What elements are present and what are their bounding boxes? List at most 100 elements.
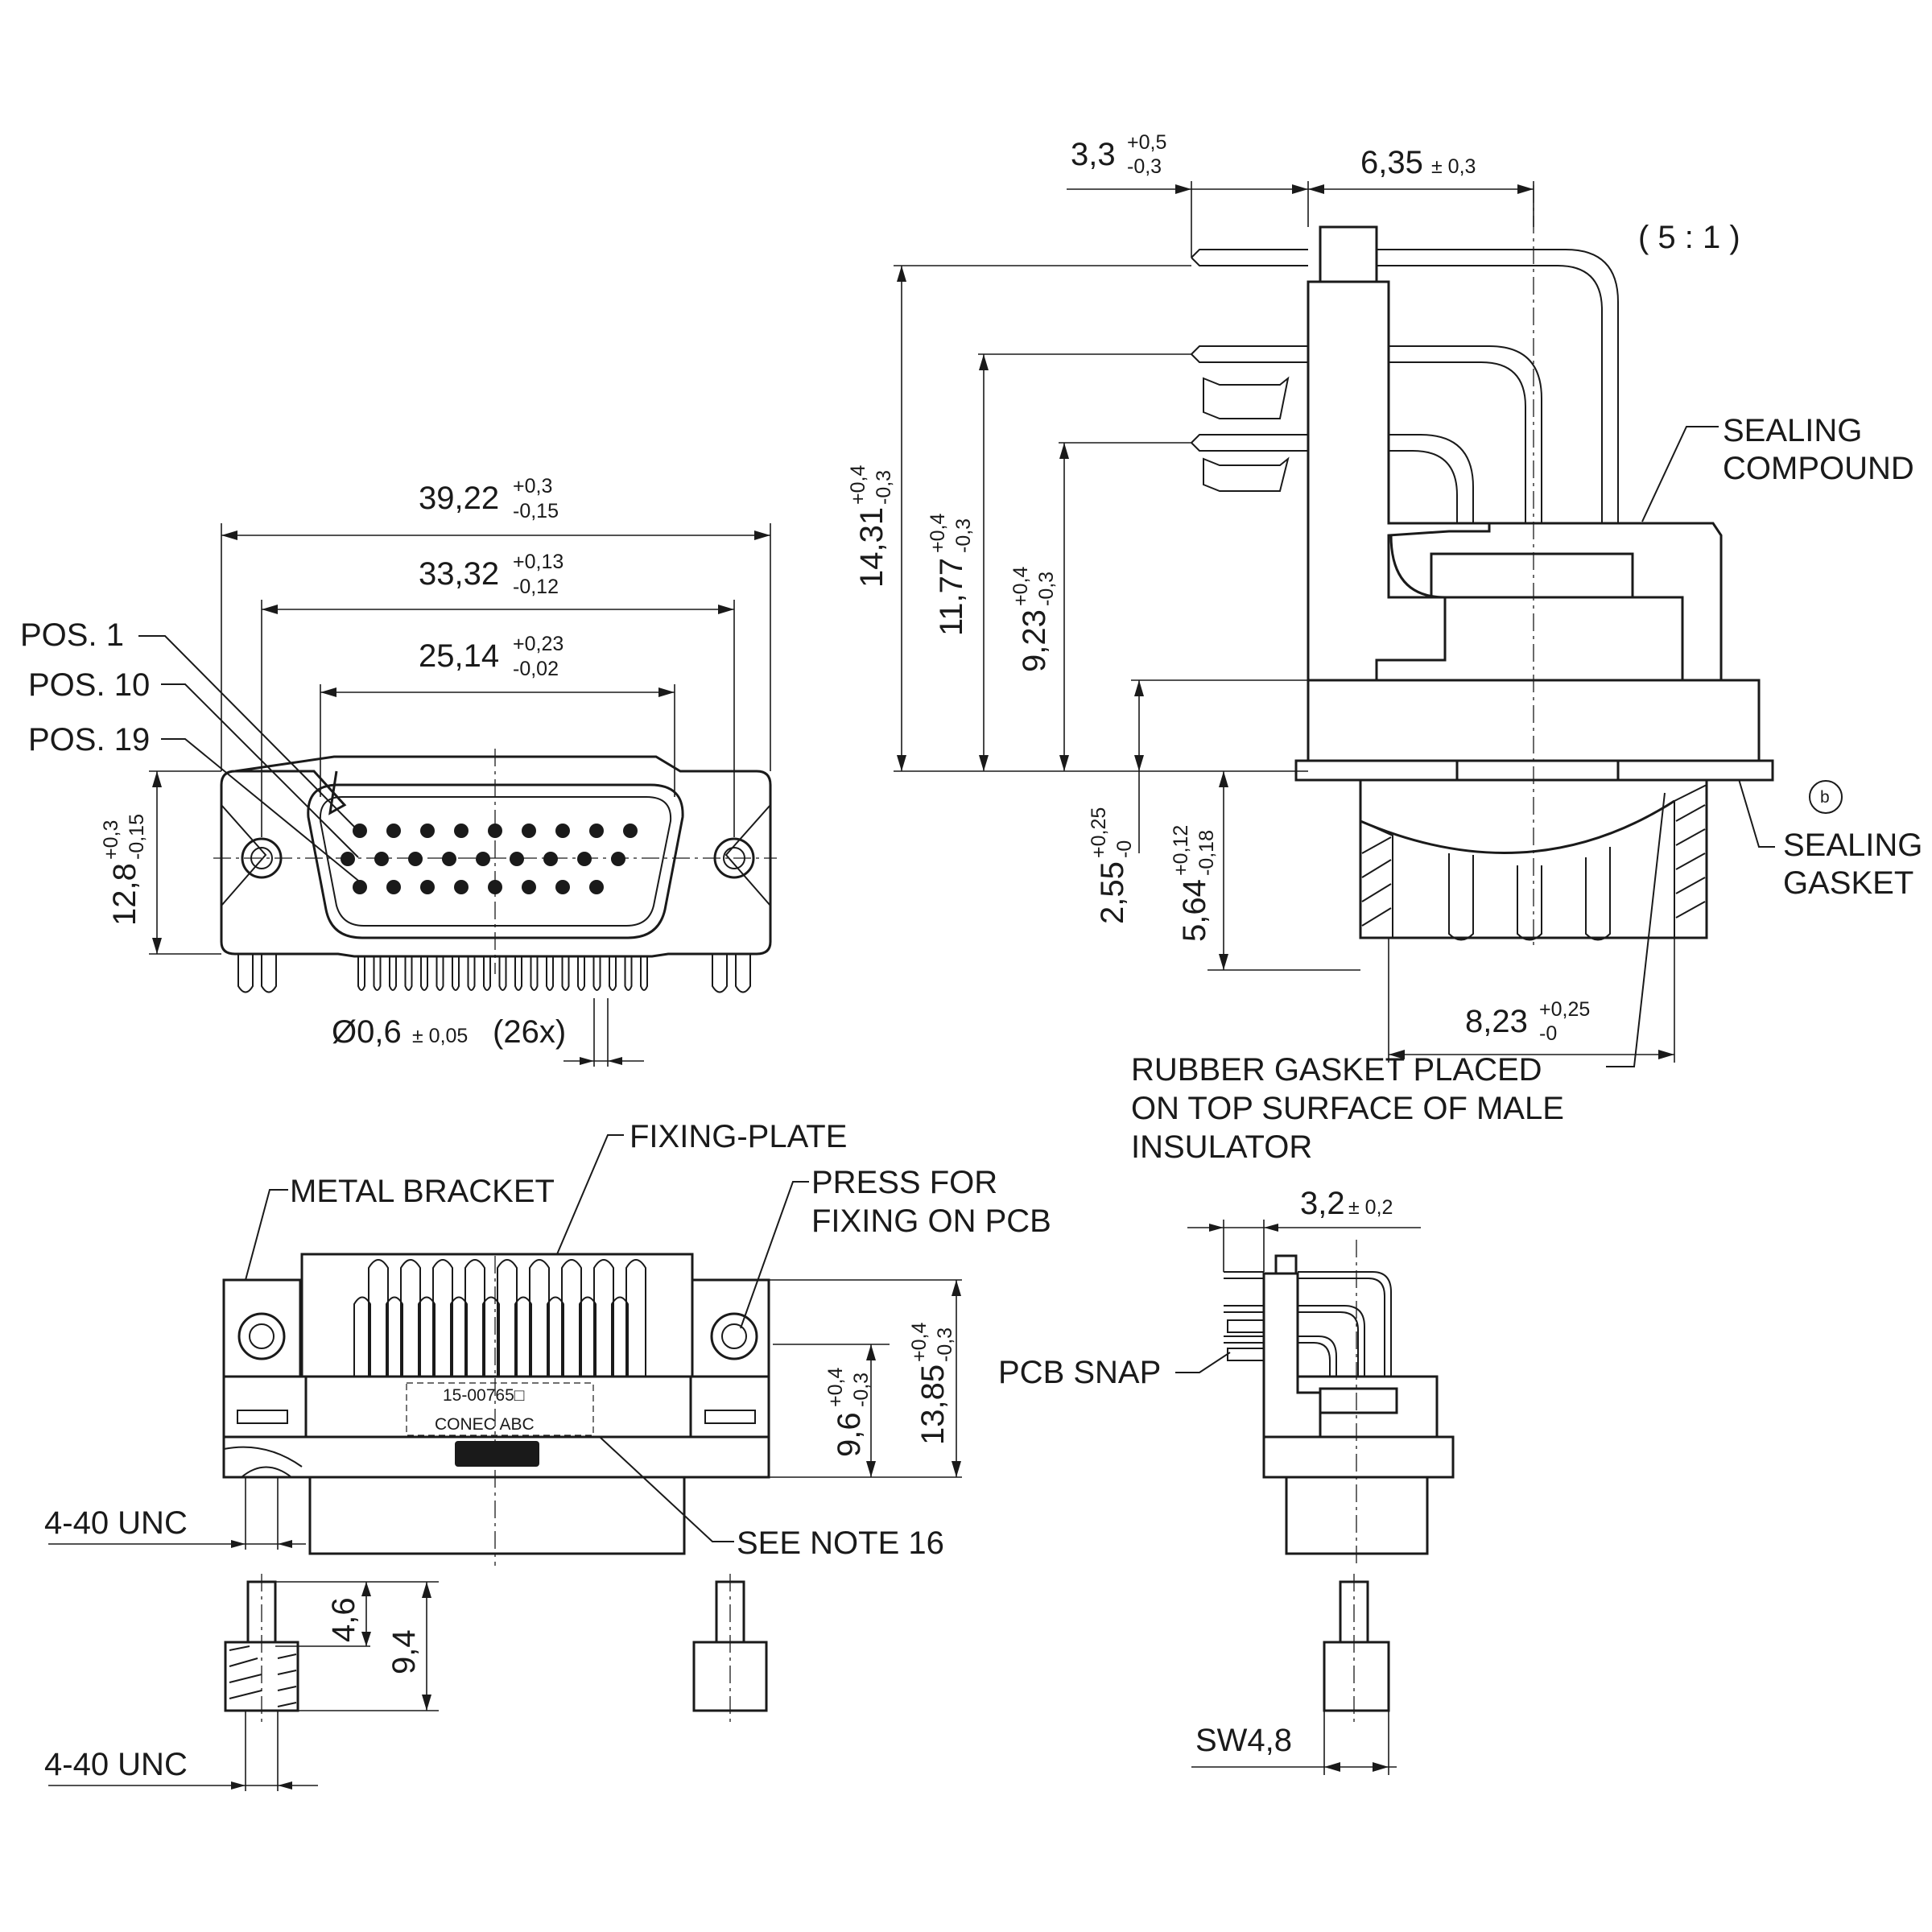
contact-pin [476,852,490,866]
pcb-pin [357,956,365,991]
pcb-pin [452,956,460,991]
contact-tail [464,1259,485,1377]
dim-33-plus: +0,13 [513,551,564,573]
contact-pin [374,852,389,866]
contact-pin [555,880,570,894]
cable-pins [353,1259,646,1377]
dim-9-6-plus: +0,4 [824,1368,847,1407]
contact-tail [611,1296,629,1377]
pcb-snap-label: PCB SNAP [998,1355,1161,1390]
pcb-pin [609,956,617,991]
contact-pin [510,852,524,866]
dim-39-value: 39,22 [419,481,499,516]
contact-pin [522,824,536,838]
dim-39-plus: +0,3 [513,475,552,497]
contact-pin [454,824,469,838]
pcb-pin [514,956,522,991]
pcb-pin [436,956,444,991]
dim-6-35-tol: ± 0,3 [1431,155,1476,178]
dim-9-23-minus: -0,3 [1035,572,1058,606]
dim-5-64-minus: -0,18 [1195,830,1218,876]
unc-bottom-label: 4-40 UNC [44,1747,188,1782]
contact-tail [482,1296,500,1377]
dim-5-64-plus: +0,12 [1170,825,1192,876]
dim-9-23-plus: +0,4 [1009,567,1032,606]
dim-9-6-minus: -0,3 [850,1373,873,1407]
pcb-pin [467,956,476,991]
sealing-compound-label-1: SEALING [1723,413,1862,448]
rubber-gasket-label-3: INSULATOR [1131,1129,1312,1165]
pcb-pin [404,956,413,991]
pcb-pin [498,956,507,991]
dim-3-2-value: 3,2 [1300,1186,1345,1221]
rubber-gasket-label-2: ON TOP SURFACE OF MALE [1131,1091,1564,1126]
detail-b-label: b [1820,788,1830,807]
rubber-gasket-label-1: RUBBER GASKET PLACED [1131,1052,1542,1088]
contact-pin [555,824,570,838]
dim-9-6-value: 9,6 [832,1412,867,1457]
fixing-plate-label: FIXING-PLATE [630,1119,847,1154]
contact-pin [408,852,423,866]
contact-tail [514,1296,532,1377]
dim-14-value: 14,31 [854,507,890,588]
dim-8-23-plus: +0,25 [1539,998,1590,1021]
pcb-pin [420,956,428,991]
pcb-pin [483,956,491,991]
dim-9-4-value: 9,4 [386,1629,422,1674]
dim-11-plus: +0,4 [927,514,949,553]
sealing-gasket-label-1: SEALING [1783,828,1922,863]
contact-pin [623,824,638,838]
contact-pin [420,824,435,838]
contact-pin [353,824,367,838]
contact-tail [368,1259,389,1377]
side-view: 3,3 +0,5 -0,3 6,35 ± 0,3 ( 5 : 1 ) SEALI… [847,131,1922,1165]
dim-13-85-value: 13,85 [915,1364,951,1445]
contact-pin [341,852,355,866]
press-fixing-label-2: FIXING ON PCB [811,1203,1051,1239]
dim-12-plus: +0,3 [100,820,122,860]
contact-tail [450,1296,468,1377]
see-note-label: SEE NOTE 16 [737,1525,944,1561]
scale-label: ( 5 : 1 ) [1638,220,1740,255]
contact-pin [543,852,558,866]
dim-3-2-tol: ± 0,2 [1348,1196,1393,1219]
pcb-pin [577,956,585,991]
dim-25-value: 25,14 [419,638,499,674]
pin-diameter-count: (26x) [493,1014,566,1050]
dim-11-minus: -0,3 [952,518,975,553]
dim-4-6-value: 4,6 [326,1597,361,1642]
dim-sw-value: SW4,8 [1195,1723,1292,1758]
contact-tail [625,1259,646,1377]
contact-tail [386,1296,403,1377]
dim-39-minus: -0,15 [513,500,559,522]
metal-bracket-label: METAL BRACKET [290,1174,555,1209]
dim-2-55-plus: +0,25 [1088,807,1110,858]
front-view: POS. 1 POS. 10 POS. 19 39,22 +0,3 -0,15 … [20,475,777,1067]
dim-5-64-value: 5,64 [1177,879,1212,942]
dim-33-value: 33,32 [419,556,499,592]
pos19-label: POS. 19 [28,722,150,758]
bottom-view: 15-00765□ CONEC ABC [44,1119,1051,1791]
pcb-pin [592,956,601,991]
part-marking-2: CONEC ABC [435,1415,535,1434]
dim-9-23-value: 9,23 [1017,609,1052,672]
sealing-compound-label-2: COMPOUND [1723,451,1914,486]
dim-12-value: 12,8 [107,863,142,926]
pos10-label: POS. 10 [28,667,150,703]
small-side-view: 3,2 ± 0,2 PCB SNAP SW4,8 [998,1186,1455,1775]
contact-pin [522,880,536,894]
contact-tail [432,1259,453,1377]
contact-tail [547,1296,564,1377]
contact-tail [593,1259,614,1377]
contact-pin [589,824,604,838]
contact-tail [561,1259,582,1377]
dim-14-plus: +0,4 [847,465,869,505]
contact-tail [579,1296,597,1377]
pcb-pins [357,956,648,991]
contact-pin [386,824,401,838]
press-fixing-label-1: PRESS FOR [811,1165,997,1200]
dim-3-3-value: 3,3 [1071,137,1116,172]
pcb-pin [640,956,648,991]
dim-6-35-value: 6,35 [1360,145,1423,180]
contact-tail [400,1259,421,1377]
